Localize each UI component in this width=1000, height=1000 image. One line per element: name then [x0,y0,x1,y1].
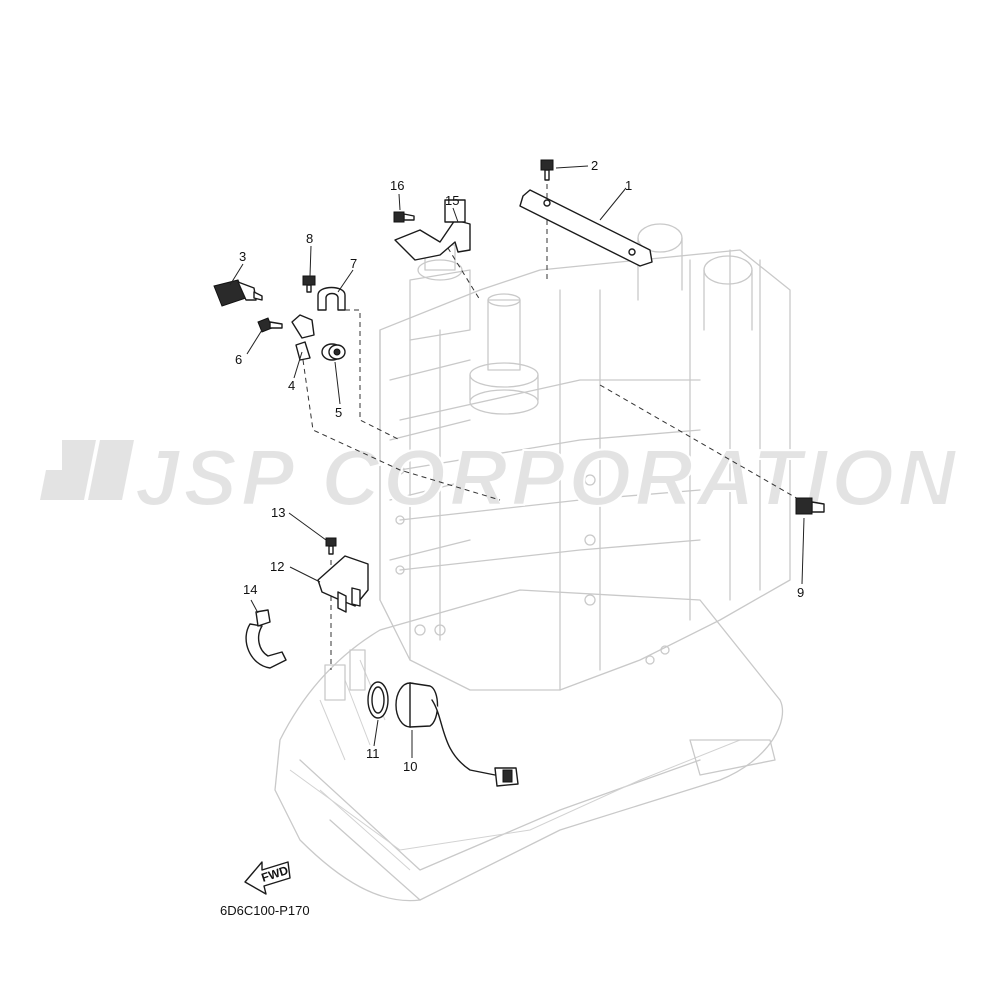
callout-7: 7 [350,256,357,271]
callout-4: 4 [288,378,295,393]
engine-block-outline [274,223,791,902]
diagram-code: 6D6C100-P170 [220,903,310,918]
callouts: 1 2 3 4 5 6 7 8 9 10 11 12 13 14 15 16 [235,158,804,774]
part-9-sensor [795,497,825,515]
part-6-bolt [257,317,283,333]
part-14-clip [245,609,287,669]
callout-14: 14 [243,582,257,597]
fwd-arrow-icon: FWD [244,861,291,895]
part-13-bolt [325,537,337,555]
part-10-sensor-harness [395,682,519,787]
part-8-screw [302,275,316,293]
callout-5: 5 [335,405,342,420]
callout-8: 8 [306,231,313,246]
part-12-bracket [317,555,369,613]
watermark-logo-icon [40,440,134,500]
part-7-clamp [317,286,346,311]
part-2-bolt [540,159,554,181]
callout-10: 10 [403,759,417,774]
callout-12: 12 [270,559,284,574]
callout-9: 9 [797,585,804,600]
part-5-grommet [321,343,346,361]
callout-6: 6 [235,352,242,367]
callout-16: 16 [390,178,404,193]
assembly-lines [302,175,801,670]
part-16-bolt [393,211,415,223]
callout-15: 15 [445,193,459,208]
part-3-sensor [213,279,263,307]
callout-1: 1 [625,178,632,193]
leader-lines [229,165,805,758]
callout-11: 11 [366,746,380,761]
part-4-holder [291,314,315,361]
callout-13: 13 [271,505,285,520]
part-15-bracket [394,199,471,261]
callout-3: 3 [239,249,246,264]
part-1-stay-plate [519,189,653,267]
callout-2: 2 [591,158,598,173]
part-11-o-ring [367,681,389,719]
watermark-text: JSP CORPORATION [135,433,960,522]
